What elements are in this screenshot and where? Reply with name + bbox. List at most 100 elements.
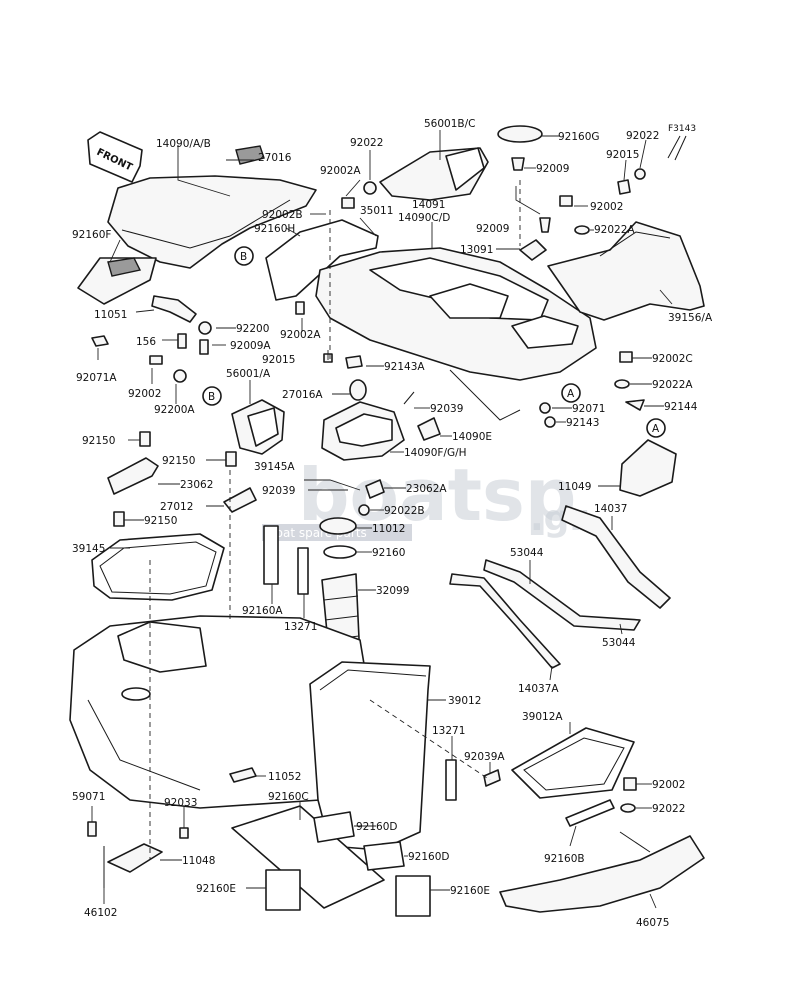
bracket-23062a	[365, 479, 385, 499]
washer-92022	[363, 181, 377, 195]
hull-opening	[117, 621, 207, 673]
leader-lines	[91, 130, 673, 909]
part-label: 23062	[180, 479, 213, 491]
part-label: 39156/A	[668, 312, 713, 324]
part-label: 92160B	[544, 853, 585, 865]
part-label: 92160	[372, 547, 405, 559]
mirror-56001a-glass	[247, 407, 279, 447]
part-label: 13271	[284, 621, 317, 633]
washer-92200a	[173, 369, 187, 383]
part-label: 39012A	[522, 711, 563, 723]
bolt-92002-b	[623, 777, 637, 791]
part-label: 14090E	[452, 431, 492, 443]
washer-92022-right	[634, 168, 646, 180]
grommet-92143a	[345, 355, 363, 369]
pad-92160d-a	[313, 811, 355, 843]
washer-92022a	[574, 225, 590, 235]
part-label: 14090/A/B	[156, 138, 211, 150]
ref-marker-b-bottom-label: B	[208, 391, 215, 403]
bracket-11048	[107, 843, 163, 873]
leader-92160h	[285, 227, 301, 237]
tub-39012	[309, 661, 431, 851]
figure-code-marks	[667, 135, 687, 161]
part-label: 13091	[460, 244, 493, 256]
bolt-92002	[559, 195, 573, 207]
hull-port	[121, 687, 151, 701]
strip-92160h	[265, 219, 379, 301]
front-arrow-shape	[87, 131, 143, 183]
part-label: 92160G	[558, 131, 600, 143]
leader-53044-bottom	[619, 623, 623, 635]
strap-92039	[403, 391, 415, 405]
washer-92022a-b	[614, 379, 630, 389]
pad-92160f-top	[107, 257, 142, 277]
part-label: 92015	[262, 354, 295, 366]
washer-92022b	[358, 504, 370, 516]
part-label: 56001B/C	[424, 118, 475, 130]
ring-11012	[319, 517, 357, 535]
rail-14037	[561, 505, 671, 609]
part-label: 92071A	[76, 372, 117, 384]
leader-92002a	[345, 179, 361, 197]
clamp-92144	[625, 399, 645, 411]
part-label: 92160F	[72, 229, 111, 241]
part-label: 92002	[128, 388, 161, 400]
part-label: 11052	[268, 771, 301, 783]
cap-27016a	[349, 379, 367, 401]
leader-11051	[135, 309, 155, 313]
part-label: 59071	[72, 791, 105, 803]
bolt-92009a	[199, 339, 209, 355]
part-label: 92150	[144, 515, 177, 527]
part-label: 92144	[664, 401, 698, 413]
pad-92160e-a	[265, 869, 301, 911]
grommet-92143	[544, 416, 556, 428]
watermark: boatsp .gr boat spare parts	[262, 453, 587, 541]
leader-14037a	[549, 665, 553, 681]
ref-marker-a-left	[561, 383, 581, 403]
bolt-92002a-b	[295, 301, 305, 315]
part-label: 92160E	[450, 885, 490, 897]
seal-39145	[91, 533, 225, 601]
part-label: 92143	[566, 417, 599, 429]
grommet-92071	[539, 402, 551, 414]
part-label: 14037	[594, 503, 627, 515]
bolt-92002c	[619, 351, 633, 363]
pad-92160e-b	[395, 875, 431, 917]
part-label: 92039A	[464, 751, 505, 763]
part-label: 39012	[448, 695, 481, 707]
gasket-92160	[323, 545, 357, 559]
washer-92200	[198, 321, 212, 335]
part-label: 11051	[94, 309, 127, 321]
seat-hood-edge	[121, 199, 291, 249]
part-label: 27016	[258, 152, 292, 164]
bracket-23062	[107, 457, 159, 495]
part-label: 56001/A	[226, 368, 271, 380]
hatch-14090f-lid	[335, 413, 393, 447]
part-label: 92009A	[230, 340, 271, 352]
part-label: 92002C	[652, 353, 693, 365]
front-arrow: FRONT	[87, 131, 143, 183]
washer-92022-b	[620, 803, 636, 813]
part-label: 92160H	[254, 223, 295, 235]
part-label: 92039	[262, 485, 295, 497]
part-label: 14091	[412, 199, 445, 211]
leader-92015	[623, 159, 627, 181]
part-label: 92002	[652, 779, 685, 791]
part-label: 35011	[360, 205, 393, 217]
leader-14090ab	[177, 145, 231, 197]
pad-92160d-b	[363, 841, 405, 871]
bracket-13091	[519, 239, 547, 261]
hull-edge	[87, 699, 201, 791]
part-label: 53044	[602, 637, 636, 649]
part-label: 39145	[72, 543, 105, 555]
part-label: 11049	[558, 481, 591, 493]
ref-marker-b-top	[234, 246, 254, 266]
part-label: 92009	[536, 163, 569, 175]
part-label: 92015	[606, 149, 639, 161]
nut-92033	[179, 827, 189, 839]
leader-92009-b	[515, 186, 541, 215]
nut-92015	[617, 179, 631, 195]
seal-39145-inner	[99, 541, 217, 595]
strip-92160a	[263, 525, 279, 585]
part-label: 92002A	[320, 165, 361, 177]
